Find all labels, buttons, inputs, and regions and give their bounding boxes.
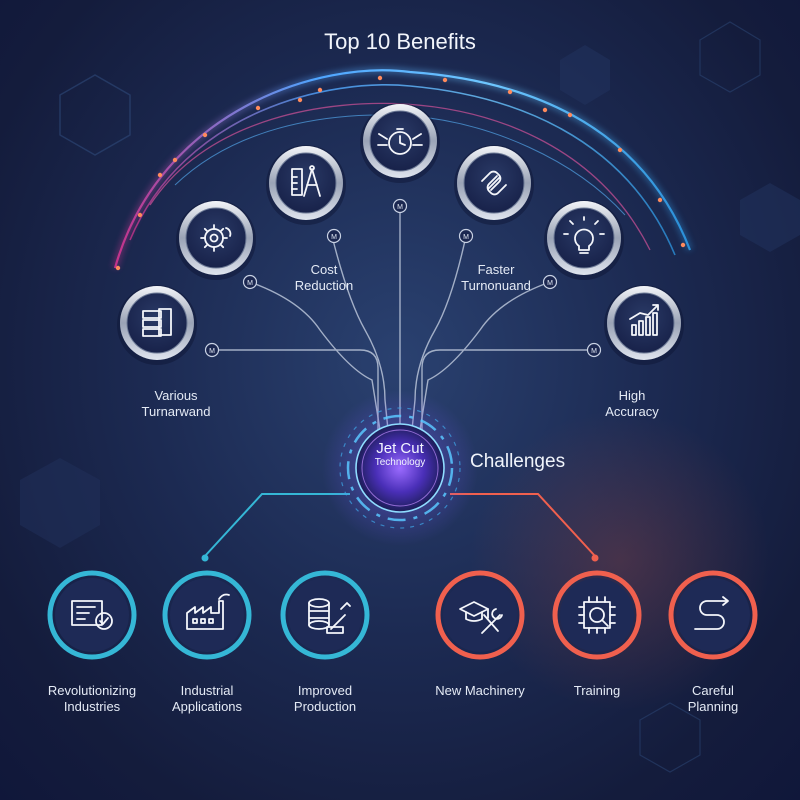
connector-marker: M — [242, 274, 258, 290]
spool-icon — [308, 598, 351, 634]
label-line: New Machinery — [435, 683, 525, 698]
benefit-node[interactable] — [162, 570, 252, 660]
benefit-node[interactable] — [266, 145, 346, 225]
label-cost-reduction: Cost Reduction — [264, 262, 384, 295]
label-line: Training — [573, 683, 621, 698]
arc-spark — [317, 87, 323, 93]
factory-icon — [186, 593, 230, 630]
connector-marker: M — [326, 228, 342, 244]
core-title: Jet Cut — [376, 440, 424, 457]
label-line: Accuracy — [605, 404, 659, 420]
server-stack-icon — [142, 308, 172, 337]
svg-text:M: M — [463, 234, 469, 241]
svg-text:M: M — [547, 280, 553, 287]
label-various-turnaround: Various Turnarwand — [116, 388, 236, 421]
bottom-label-improved: Improved Production — [265, 683, 385, 716]
arc-spark — [202, 132, 208, 138]
label-line: Revolutionizing — [47, 683, 137, 698]
arc-spark — [442, 77, 448, 83]
arc-spark — [377, 75, 383, 81]
link-icon — [481, 170, 507, 196]
arc-spark — [542, 107, 548, 113]
label-line: Planning — [687, 699, 739, 715]
connector-marker: M — [458, 228, 474, 244]
connector-marker: M — [586, 342, 602, 358]
stopwatch-icon — [377, 128, 423, 155]
benefit-node[interactable] — [117, 285, 197, 365]
svg-text:M: M — [209, 348, 215, 355]
connector-marker: M — [392, 198, 408, 214]
label-high-accuracy: High Accuracy — [572, 388, 692, 421]
arc-spark — [172, 157, 178, 163]
label-line: Cost — [310, 262, 338, 277]
bottom-label-revolutionizing: Revolutionizing Industries — [32, 683, 152, 716]
route-icon — [694, 596, 729, 630]
benefit-node[interactable] — [454, 145, 534, 225]
bottom-label-training: Training — [537, 683, 657, 699]
bottom-label-new-machinery: New Machinery — [420, 683, 540, 699]
label-line: Turnarwand — [141, 404, 211, 420]
challenges-heading: Challenges — [470, 451, 566, 472]
core-label: Jet Cut Technology — [355, 440, 445, 468]
svg-text:M: M — [331, 234, 337, 241]
gear-icon — [200, 224, 232, 252]
tools-cap-icon — [459, 601, 503, 634]
arc-spark — [115, 265, 121, 271]
connector-marker: M — [204, 342, 220, 358]
diagram-title: Top 10 Benefits — [324, 29, 476, 54]
label-line: High — [618, 388, 646, 403]
label-line: Various — [154, 388, 198, 403]
arc-spark — [507, 89, 513, 95]
core-hub — [322, 390, 478, 546]
growth-chart-icon — [629, 304, 659, 336]
label-line: Improved — [297, 683, 353, 698]
arc-spark — [297, 97, 303, 103]
label-line: Reduction — [294, 278, 354, 294]
bottom-label-industrial: Industrial Applications — [147, 683, 267, 716]
lightbulb-icon — [563, 216, 605, 254]
arc-spark — [567, 112, 573, 118]
benefit-node[interactable] — [604, 285, 684, 365]
label-line: Industries — [63, 699, 121, 715]
core-subtitle: Technology — [374, 457, 426, 468]
benefit-node[interactable] — [280, 570, 370, 660]
arc-spark — [617, 147, 623, 153]
arc-spark — [157, 172, 163, 178]
connector-marker: M — [542, 274, 558, 290]
certificate-icon — [71, 600, 113, 630]
challenge-node[interactable] — [435, 570, 525, 660]
label-line: Careful — [692, 683, 734, 698]
label-line: Faster — [477, 262, 515, 277]
arc-sparks — [115, 75, 686, 271]
benefit-node[interactable] — [47, 570, 137, 660]
label-line: Industrial — [180, 683, 234, 698]
bottom-connectors — [201, 493, 599, 562]
benefit-node[interactable] — [360, 103, 440, 183]
svg-text:M: M — [591, 348, 597, 355]
label-line: Turnonuand — [461, 278, 531, 294]
benefit-node[interactable] — [176, 200, 256, 280]
challenge-node[interactable] — [668, 570, 758, 660]
benefit-node[interactable] — [544, 200, 624, 280]
bottom-label-careful-planning: Careful Planning — [653, 683, 773, 716]
drafting-tools-icon — [291, 165, 321, 197]
svg-text:M: M — [397, 204, 403, 211]
arc-spark — [680, 242, 686, 248]
challenge-node[interactable] — [552, 570, 642, 660]
label-line: Applications — [171, 699, 243, 715]
svg-text:M: M — [247, 280, 253, 287]
chip-icon — [578, 596, 616, 634]
arc-spark — [255, 105, 261, 111]
arc-spark — [137, 212, 143, 218]
label-faster-turnaround: Faster Turnonuand — [436, 262, 556, 295]
arc-spark — [657, 197, 663, 203]
label-line: Production — [293, 699, 357, 715]
